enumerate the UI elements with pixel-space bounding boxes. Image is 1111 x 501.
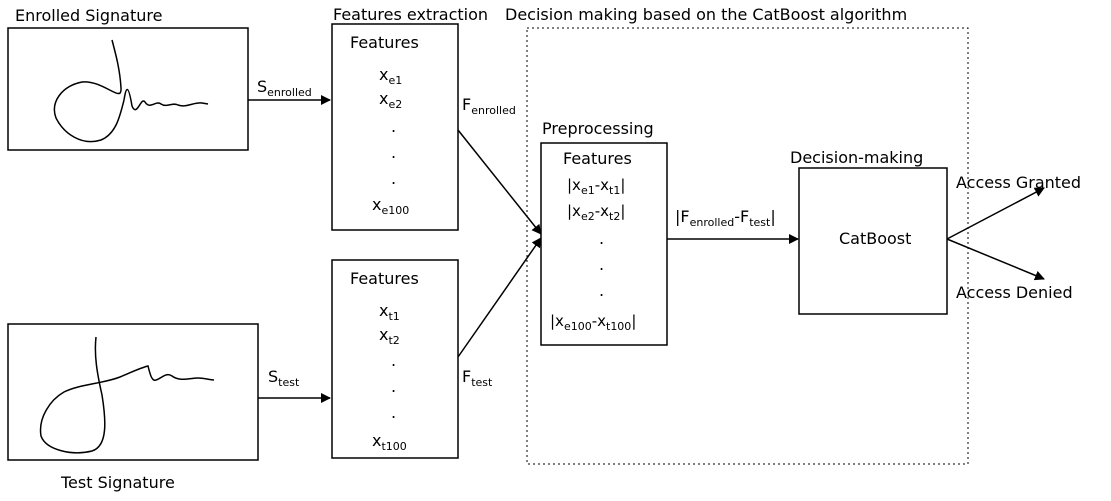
preprocessing-ellipsis-dot: . <box>599 229 604 248</box>
access-granted-label: Access Granted <box>956 173 1081 192</box>
test-ellipsis-dot: . <box>391 403 396 422</box>
test-signature-stroke <box>39 336 215 454</box>
test-signature-caption: Test Signature <box>60 473 175 492</box>
test-output-arrow <box>457 237 542 358</box>
enrolled-output-label: Fenrolled <box>462 95 516 117</box>
preprocessing-caption: Preprocessing <box>542 119 654 138</box>
test-feature-2: xt2 <box>379 325 400 347</box>
decision-region-border <box>526 27 969 465</box>
difference-row-100: |xe100-xt100| <box>550 312 636 333</box>
access-granted-arrow <box>946 187 1045 240</box>
enrolled-ellipsis-dot: . <box>391 117 396 136</box>
preprocessing-ellipsis-dot: . <box>599 255 604 274</box>
test-signal-label: Stest <box>268 367 300 389</box>
preprocessing-ellipsis-dot: . <box>599 281 604 300</box>
enrolled-signal-label: Senrolled <box>257 77 312 99</box>
catboost-label: CatBoost <box>839 229 911 248</box>
difference-row-2: |xe2-xt2| <box>567 202 625 223</box>
access-denied-label: Access Denied <box>956 283 1073 302</box>
preprocessing-features-heading: Features <box>563 149 632 168</box>
enrolled-feature-1: xe1 <box>379 65 402 87</box>
enrolled-signature-box <box>7 27 249 151</box>
preprocessing-box <box>540 142 668 346</box>
enrolled-feature-100: xe100 <box>372 195 409 217</box>
test-ellipsis-dot: . <box>391 377 396 396</box>
test-ellipsis-dot: . <box>391 351 396 370</box>
catboost-box <box>798 167 948 315</box>
test-output-label: Ftest <box>462 367 493 389</box>
test-signature-box <box>7 323 259 461</box>
test-feature-100: xt100 <box>372 431 407 453</box>
difference-row-1: |xe1-xt1| <box>567 176 625 197</box>
difference-output-label: |Fenrolled-Ftest| <box>675 207 776 229</box>
access-denied-arrow <box>946 238 1045 281</box>
enrolled-features-box <box>331 23 459 231</box>
test-features-heading: Features <box>350 269 419 288</box>
enrolled-ellipsis-dot: . <box>391 169 396 188</box>
enrolled-ellipsis-dot: . <box>391 143 396 162</box>
enrolled-features-heading: Features <box>350 33 419 52</box>
test-feature-1: xt1 <box>379 301 400 323</box>
diagram-title: Decision making based on the CatBoost al… <box>505 5 907 24</box>
decision-making-caption: Decision-making <box>790 148 923 167</box>
enrolled-signature-caption: Enrolled Signature <box>15 6 162 25</box>
enrolled-feature-2: xe2 <box>379 89 402 111</box>
test-features-box <box>331 259 459 459</box>
features-extraction-caption: Features extraction <box>333 5 488 24</box>
enrolled-output-arrow <box>457 129 542 235</box>
enrolled-signature-stroke <box>53 39 209 143</box>
